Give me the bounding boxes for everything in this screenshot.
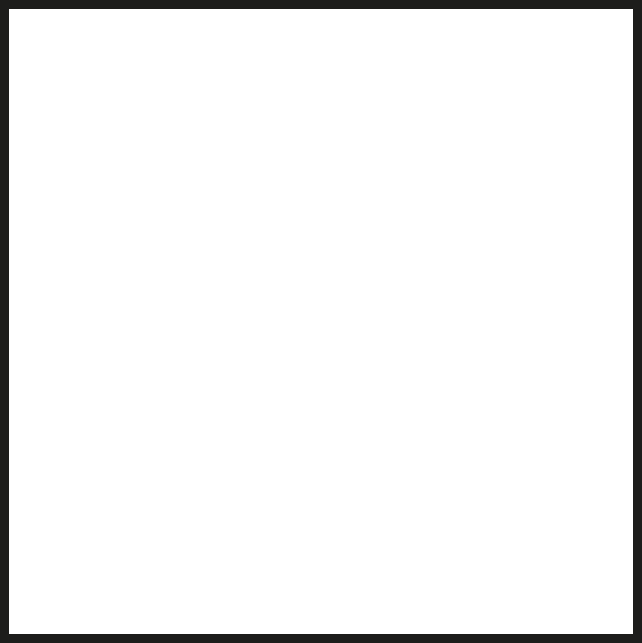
illustration-border bbox=[0, 0, 642, 643]
illustration-figure: Robot vacuum docking onto self-empty bas… bbox=[0, 0, 642, 643]
